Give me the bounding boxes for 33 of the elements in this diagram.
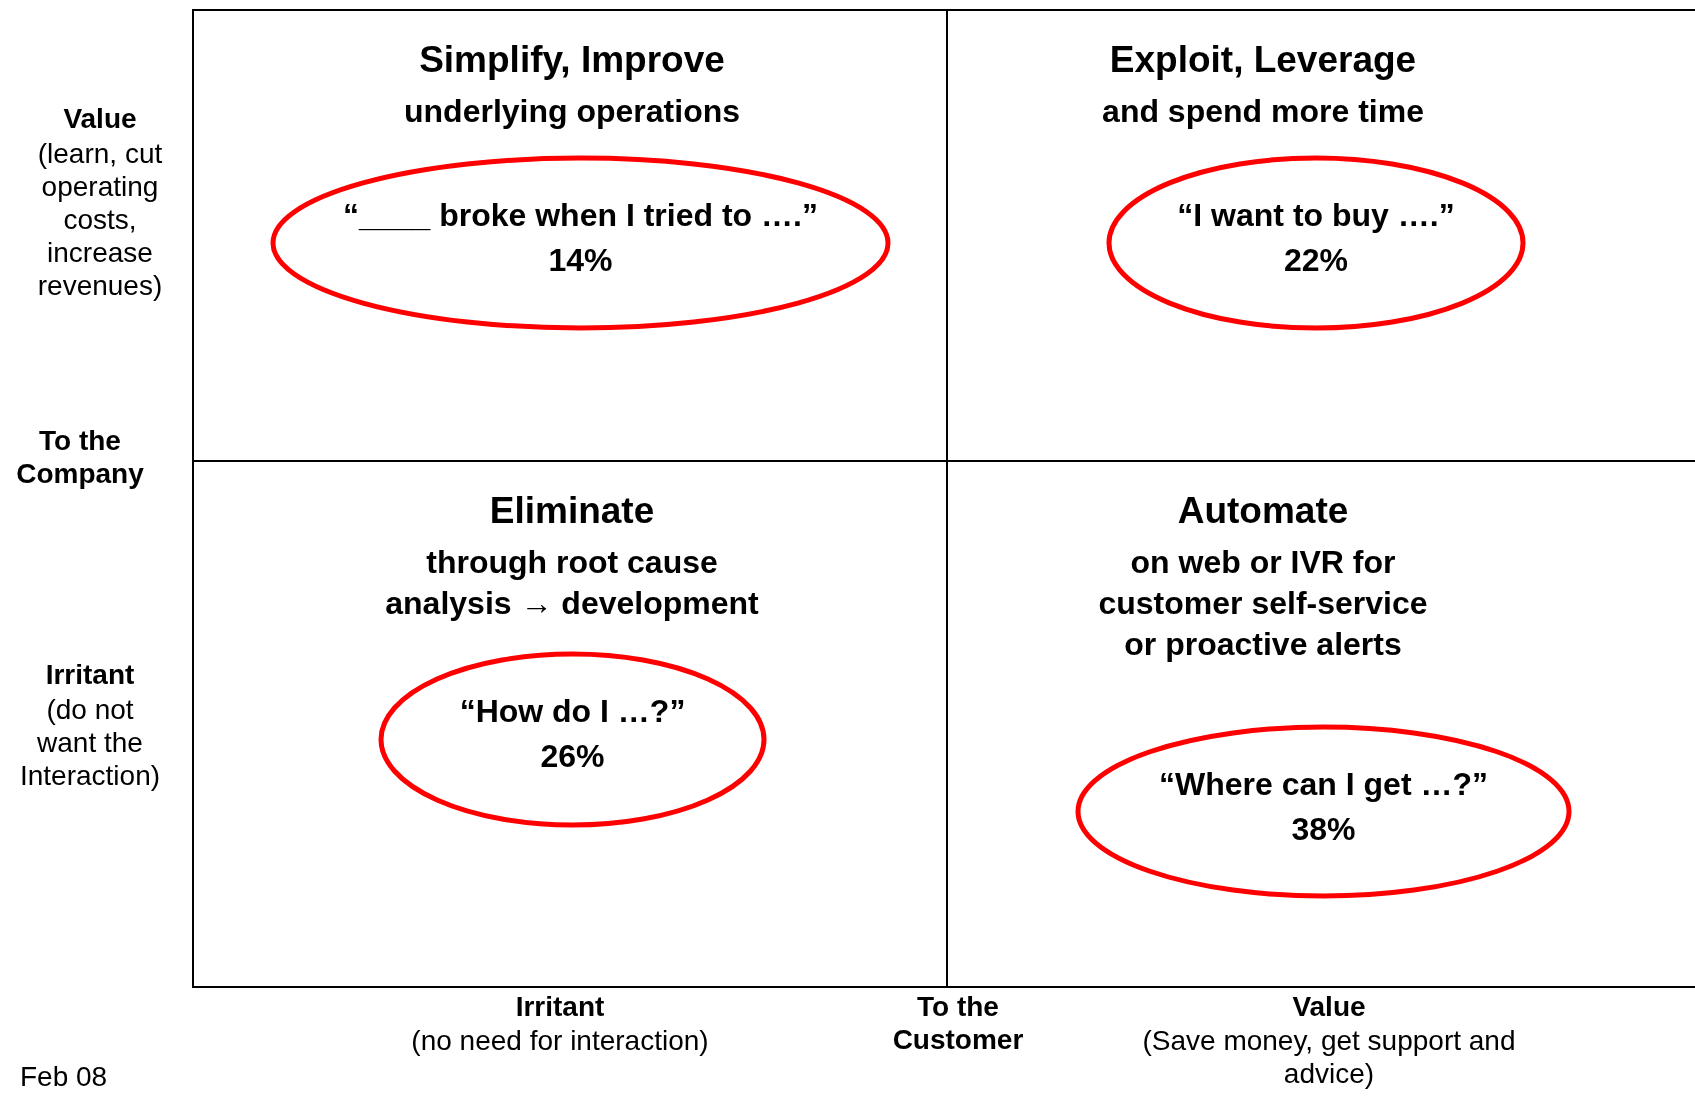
percentage-value: 22% bbox=[1282, 242, 1349, 279]
axis-label: To the Company bbox=[15, 424, 145, 490]
axis-description: (do not want the Interaction) bbox=[18, 693, 162, 792]
quadrant-heading: Simplify, Improve bbox=[418, 39, 726, 81]
quote-ellipse bbox=[1075, 724, 1572, 899]
quadrant-subheading: and spend more time bbox=[1101, 92, 1425, 131]
axis-label: Value bbox=[1291, 990, 1367, 1023]
quadrant-subheading: underlying operations bbox=[403, 92, 741, 131]
percentage-value: 26% bbox=[539, 738, 606, 775]
quote-ellipse bbox=[378, 651, 767, 828]
quadrant-cell bbox=[192, 460, 948, 988]
quote-text: “Where can I get …?” bbox=[1158, 766, 1489, 803]
quadrant-heading: Automate bbox=[1176, 490, 1350, 532]
quote-text: “____ broke when I tried to ….” bbox=[342, 197, 819, 234]
axis-label: Value bbox=[62, 102, 138, 135]
quote-text: “I want to buy ….” bbox=[1176, 197, 1456, 234]
quote-ellipse bbox=[1106, 155, 1526, 331]
axis-label: Irritant bbox=[514, 990, 606, 1023]
quadrant-heading: Eliminate bbox=[488, 490, 656, 532]
axis-description: (no need for interaction) bbox=[410, 1024, 710, 1057]
quadrant-subheading: through root cause analysis → development bbox=[384, 543, 760, 623]
quadrant-heading: Exploit, Leverage bbox=[1108, 39, 1418, 81]
axis-label: To the Customer bbox=[891, 990, 1025, 1056]
quadrant-cell bbox=[192, 9, 948, 462]
axis-label: Irritant bbox=[44, 658, 136, 691]
axis-description: (learn, cut operating costs, increase revenues) bbox=[36, 137, 164, 302]
quadrant-subheading: on web or IVR for customer self-service or proactive alerts bbox=[1097, 543, 1429, 664]
percentage-value: 38% bbox=[1290, 811, 1357, 848]
quote-ellipse bbox=[270, 155, 891, 331]
axis-description: (Save money, get support and advice) bbox=[1141, 1024, 1517, 1090]
percentage-value: 14% bbox=[547, 242, 614, 279]
quote-text: “How do I …?” bbox=[458, 693, 687, 730]
date-note: Feb 08 bbox=[20, 1060, 109, 1093]
